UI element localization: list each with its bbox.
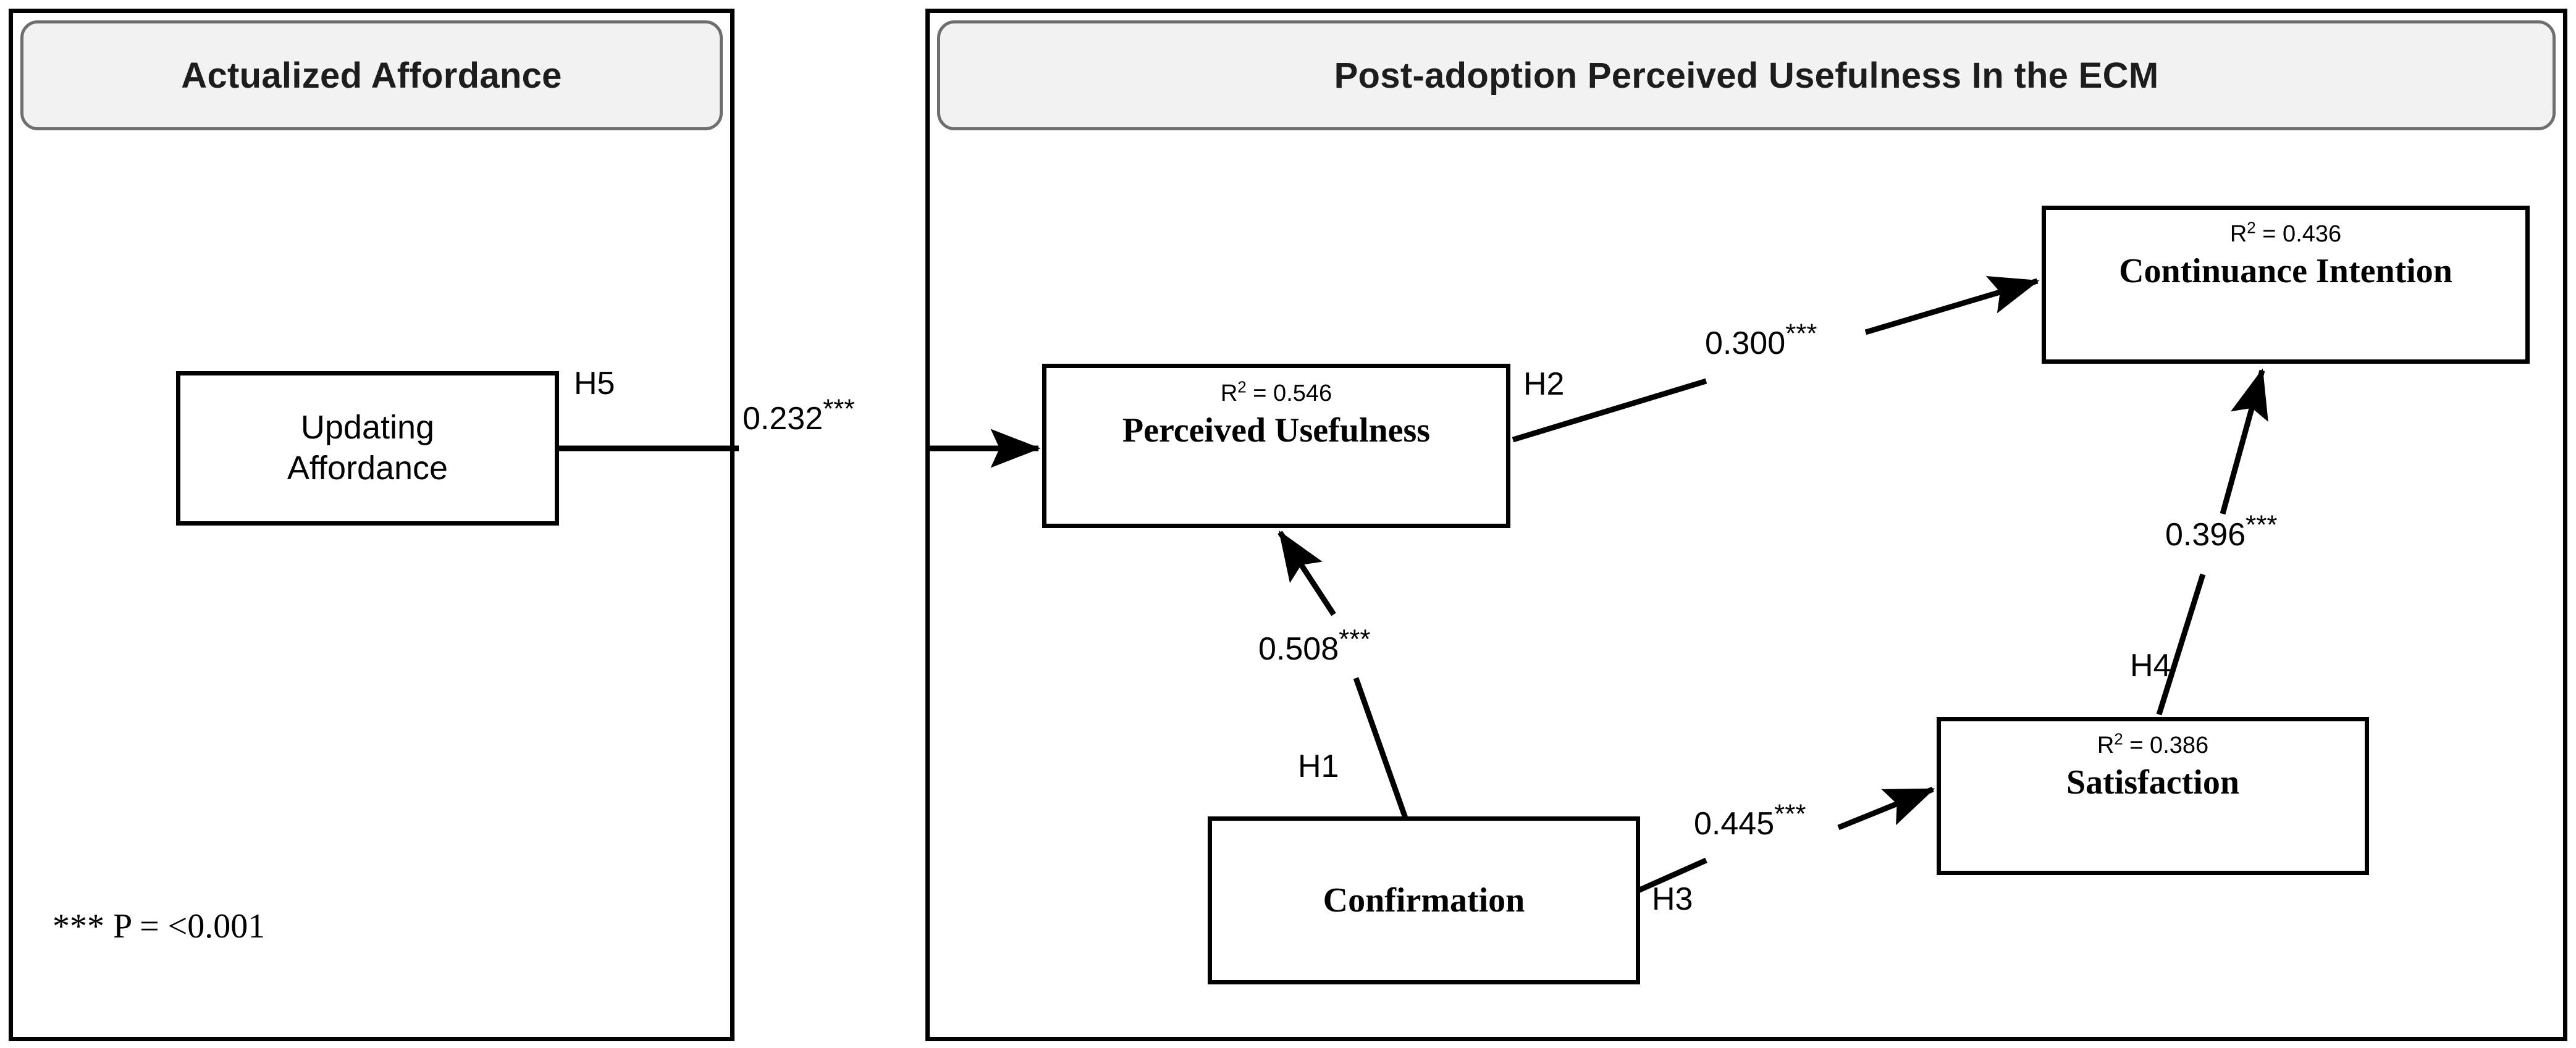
panel-header-post-adoption-ecm: Post-adoption Perceived Usefulness In th… [937,20,2556,130]
node-updating-affordance-label: Updating Affordance [287,408,448,489]
hypothesis-label-h3: H3 [1652,881,1693,917]
coefficient-value: 0.232 [743,401,823,437]
node-satisfaction[interactable]: R2 = 0.386 Satisfaction [1937,717,2369,875]
panel-title-post-adoption-ecm: Post-adoption Perceived Usefulness In th… [1334,55,2159,96]
r2-value: = 0.436 [2255,221,2342,247]
significance-stars: *** [2246,509,2278,540]
node-continuance-intention[interactable]: R2 = 0.436 Continuance Intention [2042,206,2530,364]
node-confirmation-label: Confirmation [1323,881,1525,920]
hypothesis-label-h4: H4 [2130,648,2171,684]
r2-prefix: R [1220,380,1238,406]
node-label-line2: Affordance [287,450,448,487]
r2-value: = 0.386 [2123,732,2209,758]
coefficient-value: 0.445 [1694,806,1775,842]
panel-title-actualized-affordance: Actualized Affordance [181,55,562,96]
node-perceived-usefulness-label: Perceived Usefulness [1122,411,1431,450]
coefficient-value: 0.300 [1705,325,1786,361]
significance-stars: *** [1785,318,1817,349]
significance-footnote: *** P = <0.001 [53,907,266,945]
coefficient-value: 0.396 [2165,517,2246,553]
r2-exponent: 2 [1237,377,1247,396]
significance-stars: *** [823,393,855,424]
panel-actualized-affordance: Actualized Affordance [9,9,734,1041]
path-coefficient-h3: 0.445*** [1691,800,1809,842]
r2-prefix: R [2229,221,2247,247]
node-updating-affordance[interactable]: Updating Affordance [176,371,559,526]
node-continuance-intention-r2: R2 = 0.436 [2229,219,2342,247]
r2-value: = 0.546 [1246,380,1332,406]
node-satisfaction-r2: R2 = 0.386 [2097,731,2209,758]
hypothesis-label-h1: H1 [1298,748,1339,784]
coefficient-value: 0.508 [1258,631,1339,667]
node-label-line1: Updating [300,409,435,446]
node-confirmation[interactable]: Confirmation [1208,816,1640,984]
significance-stars: *** [1774,799,1806,829]
path-coefficient-h5: 0.232*** [740,395,857,437]
hypothesis-label-h2: H2 [1523,366,1565,402]
node-satisfaction-label: Satisfaction [2066,763,2239,802]
node-perceived-usefulness-r2: R2 = 0.546 [1220,379,1332,406]
hypothesis-label-h5: H5 [574,366,615,401]
panel-header-actualized-affordance: Actualized Affordance [20,20,723,130]
r2-exponent: 2 [2247,218,2256,237]
r2-prefix: R [2097,732,2115,758]
node-continuance-intention-label: Continuance Intention [2119,252,2452,290]
path-coefficient-h1: 0.508*** [1256,626,1373,667]
r2-exponent: 2 [2114,729,2123,748]
node-perceived-usefulness[interactable]: R2 = 0.546 Perceived Usefulness [1042,364,1510,528]
path-coefficient-h2: 0.300*** [1703,320,1820,361]
significance-stars: *** [1339,624,1371,655]
path-coefficient-h4: 0.396*** [2163,511,2280,553]
